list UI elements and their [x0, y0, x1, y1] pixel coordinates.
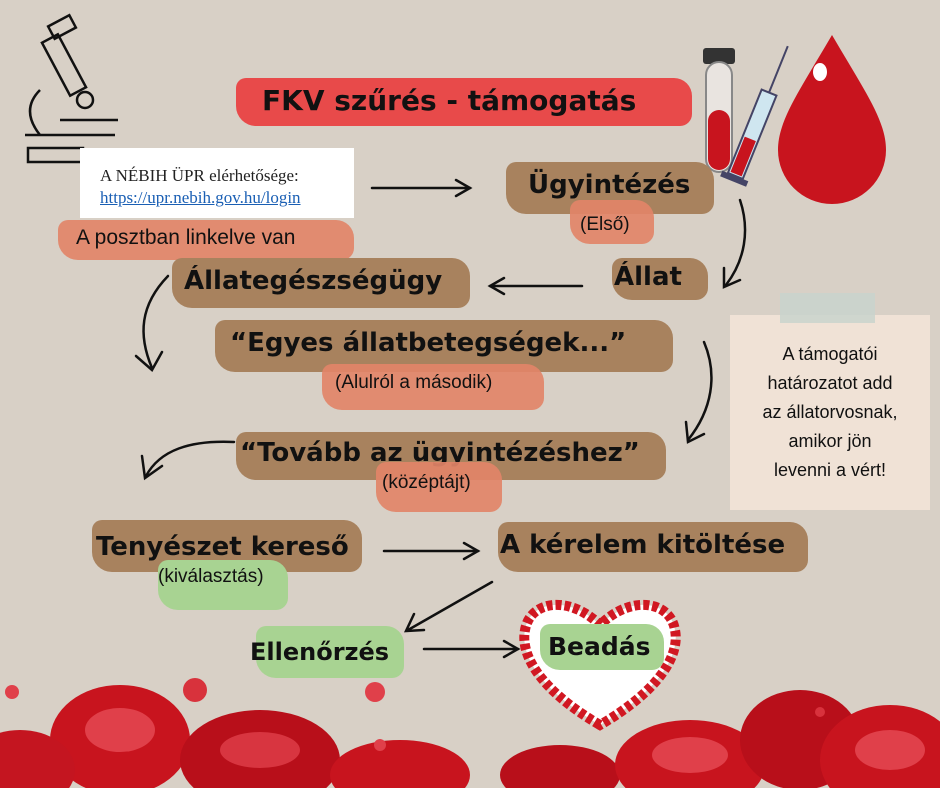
- side-note-tape: [780, 293, 875, 323]
- upr-note: A posztban linkelve van: [76, 226, 296, 249]
- hint-egyes: (Alulról a második): [335, 372, 493, 393]
- side-note-line: az állatorvosnak,: [762, 402, 898, 422]
- blood-drop-icon: [778, 35, 886, 204]
- step-egyes: “Egyes állatbetegségek...”: [230, 328, 627, 358]
- title-brush: [236, 78, 692, 126]
- arrow-icon: [684, 340, 713, 444]
- arrow-icon: [370, 178, 473, 198]
- step-tenyeszet: Tenyészet kereső: [96, 532, 349, 562]
- side-note-line: határozatot add: [767, 373, 893, 393]
- egyes-brush: [215, 320, 673, 372]
- blood-cells-icon: [0, 676, 940, 788]
- arrow-icon: [382, 541, 481, 561]
- side-note-line: A támogatói: [782, 344, 878, 364]
- arrow-icon: [134, 274, 170, 372]
- step-ugyintezes: Ügyintézés: [528, 170, 691, 200]
- hint-tovabb: (középtájt): [382, 472, 471, 493]
- side-note-line: levenni a vért!: [773, 460, 887, 480]
- arrow-icon: [422, 639, 521, 659]
- side-note-paper: [730, 315, 930, 510]
- tovabb-hint-brush: [376, 462, 502, 512]
- arrow-icon: [722, 198, 747, 289]
- beadas-brush: [540, 624, 664, 670]
- kerelem-brush: [498, 522, 808, 572]
- ugyintezes-hint-brush: [570, 200, 654, 244]
- step-allat: Állat: [614, 262, 682, 292]
- page-title: FKV szűrés - támogatás: [262, 84, 637, 117]
- test-tube-icon: [703, 48, 735, 173]
- arrow-icon: [487, 276, 584, 296]
- upr-info-box: [80, 148, 354, 218]
- tenyeszet-hint-brush: [158, 560, 288, 610]
- upr-note-brush: [58, 220, 354, 260]
- hint-tenyeszet: (kiválasztás): [158, 566, 264, 587]
- syringe-icon: [720, 45, 789, 187]
- egyes-hint-brush: [322, 364, 544, 410]
- ellenorzes-brush: [256, 626, 404, 678]
- upr-login-link[interactable]: https://upr.nebih.gov.hu/login: [100, 188, 301, 207]
- allategeszsegugy-brush: [172, 258, 470, 308]
- step-beadas: Beadás: [548, 632, 651, 661]
- allat-brush: [612, 258, 708, 300]
- step-kerelem: A kérelem kitöltése: [500, 530, 786, 560]
- arrow-icon: [403, 580, 494, 633]
- microscope-icon: [25, 13, 118, 164]
- step-ellenorzes: Ellenőrzés: [250, 638, 390, 666]
- upr-heading: A NÉBIH ÜPR elérhetősége:: [100, 166, 299, 185]
- step-allategeszsegugy: Állategészségügy: [184, 266, 443, 296]
- side-note-text: A támogatói határozatot add az állatorvo…: [730, 340, 930, 485]
- side-note-line: amikor jön: [788, 431, 872, 451]
- arrow-icon: [140, 440, 236, 481]
- hint-ugyintezes: (Első): [580, 214, 630, 235]
